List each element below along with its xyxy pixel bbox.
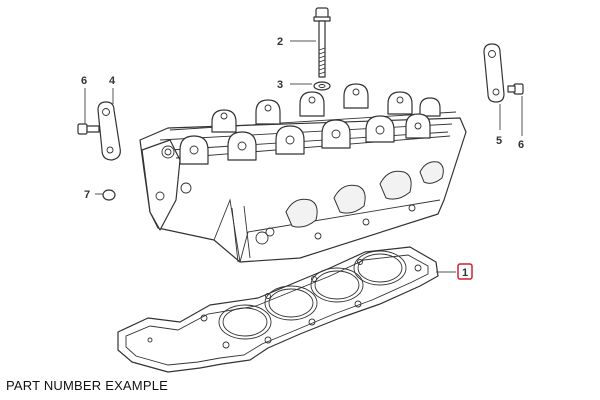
leader-lines	[84, 40, 523, 273]
callout-5: 5	[496, 135, 502, 147]
camshaft-rear	[169, 83, 457, 133]
callout-6-left: 6	[81, 75, 87, 87]
callout-1-highlight: 1	[457, 263, 473, 280]
sealing-plug	[102, 189, 116, 201]
callout-6-right: 6	[518, 139, 524, 151]
callout-3: 3	[277, 79, 283, 91]
bolt-left	[77, 123, 100, 135]
callout-1: 1	[462, 267, 468, 279]
head-gasket	[117, 246, 439, 373]
callout-4: 4	[109, 75, 116, 87]
callout-2: 2	[277, 36, 283, 48]
lifting-eye-left	[97, 101, 121, 161]
camshaft-front	[175, 113, 451, 165]
callout-7: 7	[84, 189, 90, 201]
head-bolt	[313, 7, 331, 78]
bolt-washer	[313, 81, 331, 91]
bolt-right	[507, 83, 524, 95]
caption: PART NUMBER EXAMPLE	[6, 378, 169, 393]
callout-labels: 2 3 6 4 5 6 7 1	[81, 36, 524, 280]
lifting-eye-right	[483, 43, 505, 103]
